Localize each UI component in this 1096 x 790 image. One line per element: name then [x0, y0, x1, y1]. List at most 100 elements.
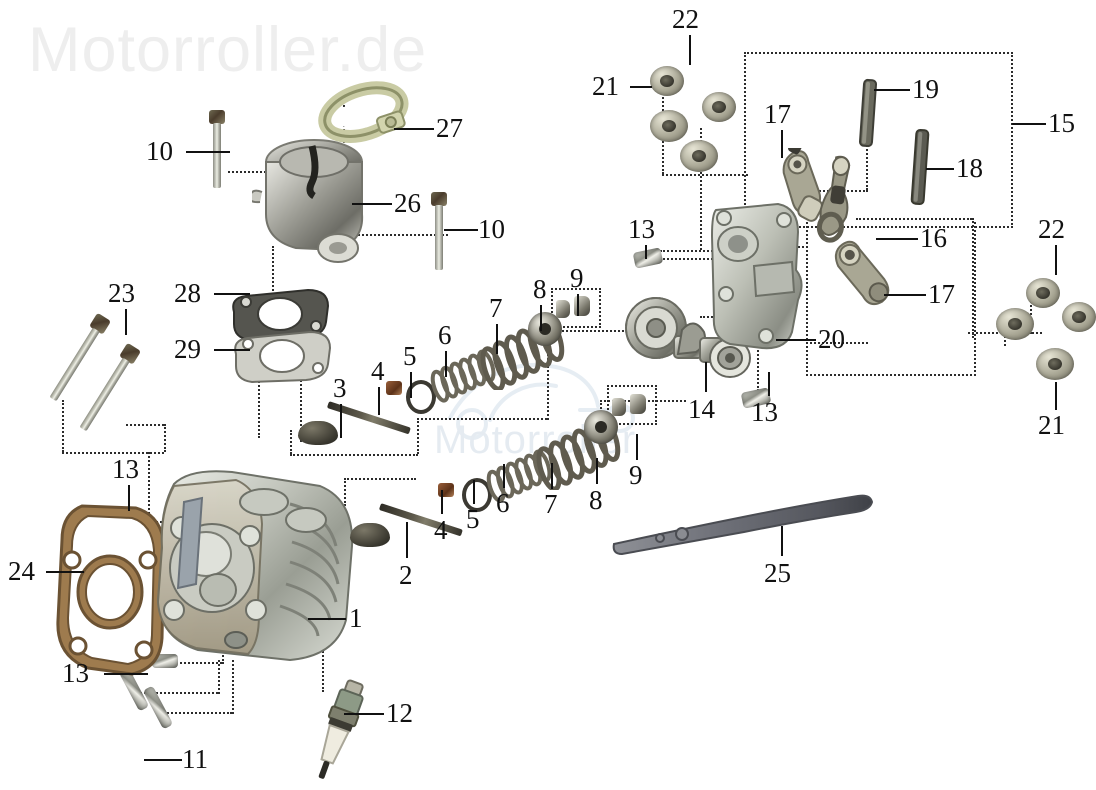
callout-21-right: 21 — [1038, 410, 1065, 440]
part-exhaust-valve — [350, 483, 480, 553]
dotted-line-dowel-cam-left — [660, 258, 720, 260]
dotted-line-insulator — [258, 330, 260, 438]
dotted-line-pin11a-v — [218, 660, 220, 694]
dotted-line-sparkplug — [322, 640, 324, 692]
callout-9-upper: 9 — [570, 263, 584, 293]
dotted-line-valve-up-3 — [290, 430, 292, 454]
leader-25 — [781, 526, 783, 556]
dotted-line-dowel-ul — [140, 521, 178, 523]
callout-29: 29 — [174, 334, 201, 364]
dotted-line-valve-up-2 — [290, 454, 418, 456]
callout-2: 2 — [399, 560, 413, 590]
dotted-line-stud-1 — [62, 400, 64, 452]
dotted-line-stud-3 — [164, 424, 166, 452]
part-dowel-13-cam-left — [632, 247, 664, 269]
dotted-line-stud-2 — [62, 452, 164, 454]
leader-9-lower — [636, 434, 638, 460]
part-valve-seat-lower — [462, 478, 492, 512]
callout-13-cam-left: 13 — [628, 214, 655, 244]
leader-4-lower — [441, 490, 443, 514]
part-flange-nut-right-2 — [1036, 348, 1074, 380]
callout-20: 20 — [818, 324, 845, 354]
part-spring-retainer-lower — [584, 410, 618, 444]
leader-27 — [394, 128, 434, 130]
callout-13-upper-left: 13 — [112, 454, 139, 484]
leader-5-upper — [410, 372, 412, 398]
callout-5-upper: 5 — [403, 341, 417, 371]
part-rocker-arm-upper — [766, 140, 842, 229]
part-cam-chain-guide-blade — [608, 486, 878, 561]
part-flange-nut-left-2 — [680, 140, 718, 172]
part-cam-chain-tensioner-arm — [808, 152, 868, 257]
dotted-line-valve-up-5 — [547, 330, 549, 420]
callout-18: 18 — [956, 153, 983, 183]
callout-27: 27 — [436, 113, 463, 143]
part-manifold-gasket — [230, 330, 334, 389]
leader-21-right — [1055, 382, 1057, 410]
dotted-line-nut-left-3 — [700, 128, 702, 250]
leader-18 — [926, 168, 954, 170]
callout-11: 11 — [182, 744, 208, 774]
dotted-line-manifold-bolt-l — [228, 171, 274, 173]
leader-15 — [1012, 123, 1046, 125]
leader-29 — [214, 349, 250, 351]
callout-25: 25 — [764, 558, 791, 588]
dotted-line-manifold-down — [272, 246, 274, 302]
callout-4-upper: 4 — [371, 356, 385, 386]
leader-22-left — [689, 35, 691, 65]
valve-stem-lower — [378, 503, 463, 537]
dotted-line-valve-dn-3 — [344, 478, 416, 480]
leader-8-lower — [596, 458, 598, 484]
callout-1: 1 — [349, 603, 363, 633]
callout-13-cam-right: 13 — [751, 397, 778, 427]
part-cylinder-head-gasket — [48, 500, 178, 685]
callout-24: 24 — [8, 556, 35, 586]
callout-17-lower: 17 — [928, 279, 955, 309]
callout-6-lower: 6 — [496, 488, 510, 518]
leader-16 — [876, 238, 918, 240]
leader-7-upper — [496, 324, 498, 354]
dotted-line-nut-right-3 — [1004, 332, 1006, 346]
callout-8-upper: 8 — [533, 274, 547, 304]
part-intake-valve — [298, 381, 428, 451]
part-cap-nut-left-2 — [702, 92, 736, 122]
part-rocker-arm-lower — [826, 236, 906, 311]
callout-22-right: 22 — [1038, 214, 1065, 244]
dotted-line-pin11b — [156, 712, 232, 714]
callout-17-upper: 17 — [764, 99, 791, 129]
dotted-line-shaft-19 — [866, 142, 868, 190]
leader-13-lower-left — [104, 673, 148, 675]
callout-7-lower: 7 — [544, 489, 558, 519]
part-valve-keeper-lower-b — [630, 394, 646, 414]
dotted-line-gasket29 — [300, 368, 302, 442]
part-valve-keeper-upper-a — [556, 300, 570, 318]
leader-14 — [705, 362, 707, 392]
leader-23 — [125, 309, 127, 335]
dotted-group-box-rocker-kit-lower — [806, 222, 976, 376]
leader-13-cam-left — [645, 245, 647, 259]
leader-3 — [340, 404, 342, 438]
callout-12: 12 — [386, 698, 413, 728]
part-rocker-shaft-long — [910, 128, 930, 211]
part-outer-spring-upper — [478, 316, 565, 392]
leader-8-upper — [540, 305, 542, 331]
part-cap-nut-right — [1026, 278, 1060, 308]
leader-10-left — [186, 151, 230, 153]
leader-19 — [874, 89, 910, 91]
part-valve-seat-upper — [406, 380, 436, 414]
callout-23: 23 — [108, 278, 135, 308]
dotted-line-valve-up-4 — [417, 418, 547, 420]
dotted-line-valve-dn-2 — [344, 478, 346, 506]
leader-26 — [352, 203, 392, 205]
callout-6-upper: 6 — [438, 320, 452, 350]
part-valve-keeper-lower-a — [612, 398, 626, 416]
part-spark-plug — [308, 678, 372, 790]
callout-4-lower: 4 — [434, 515, 448, 545]
part-intake-manifold — [248, 128, 382, 273]
leader-10-right — [444, 229, 478, 231]
watermark-motorroller-de: Motorroller.de — [28, 15, 428, 85]
dotted-line-pin11b-v — [232, 660, 234, 714]
callout-15: 15 — [1048, 108, 1075, 138]
dotted-line-stud-4 — [126, 424, 164, 426]
